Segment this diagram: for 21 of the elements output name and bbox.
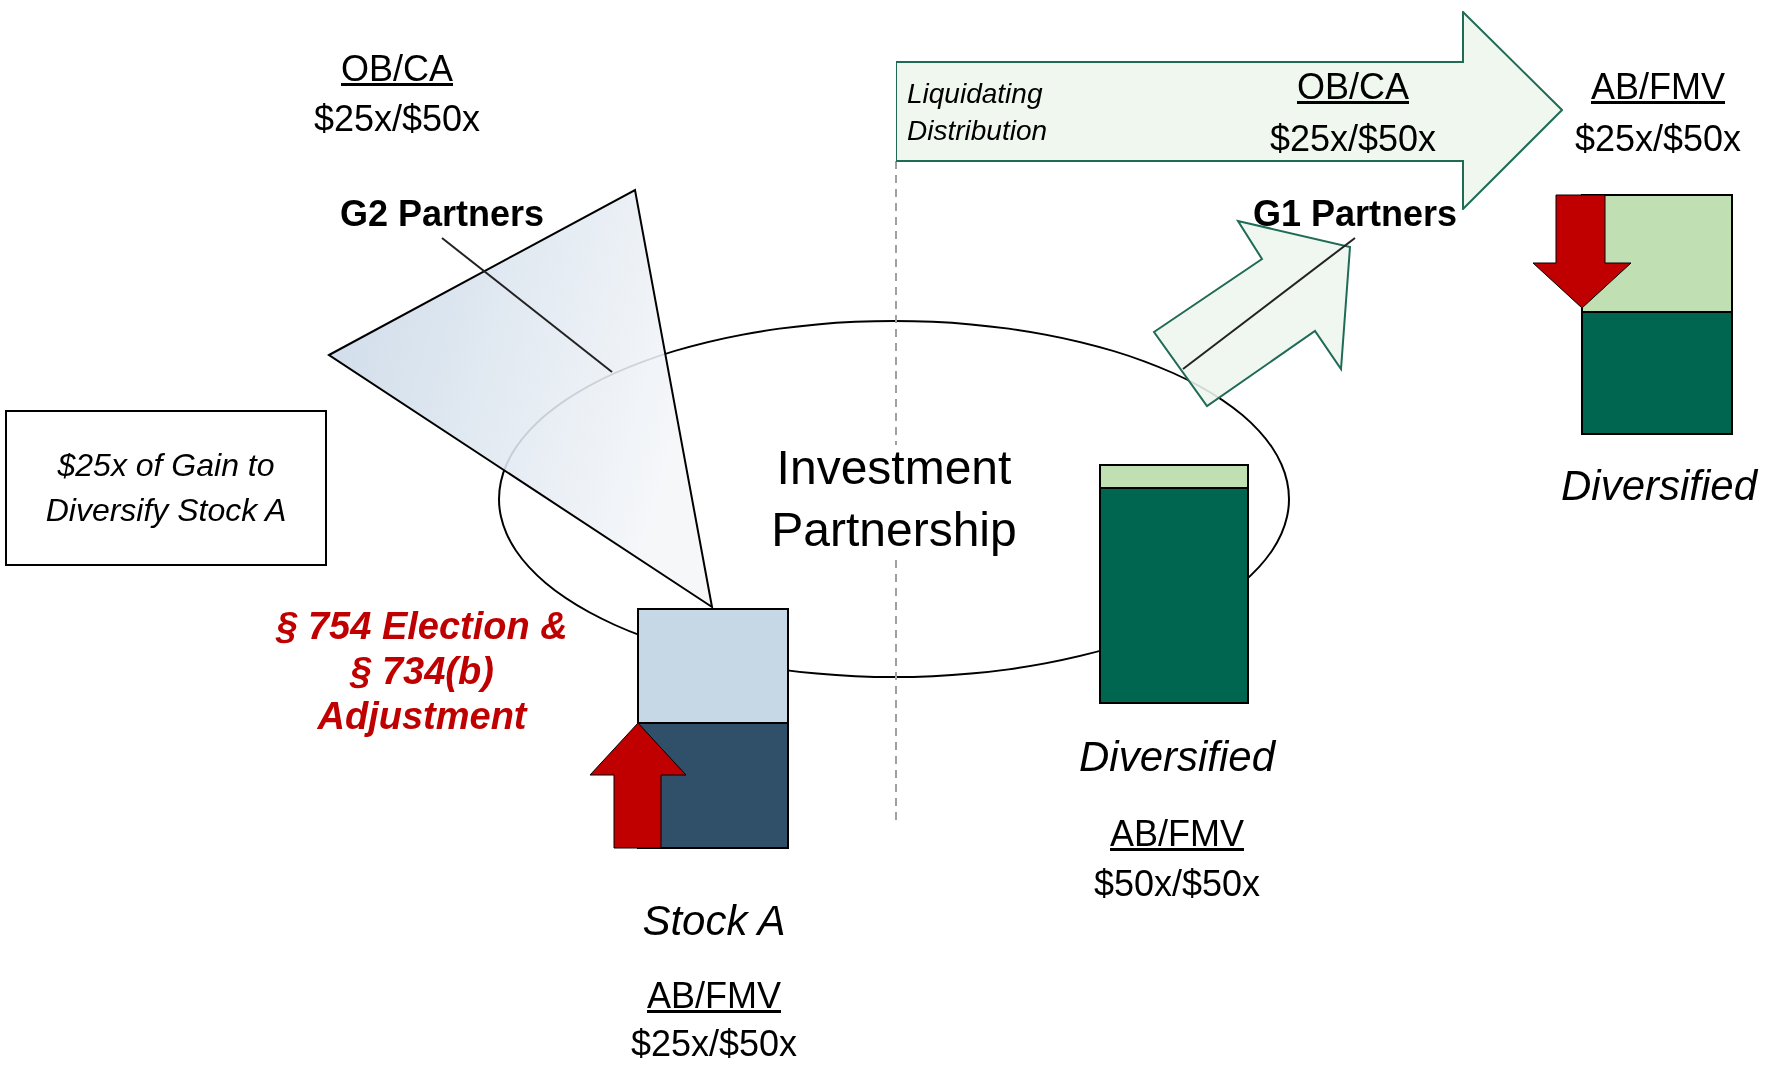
asset-label: Diversified bbox=[1078, 733, 1276, 781]
partner-label: G2 Partners bbox=[339, 193, 545, 235]
value-text: $50x/$50x bbox=[1093, 863, 1261, 905]
partner-label: G1 Partners bbox=[1252, 193, 1458, 235]
column-heading: OB/CA bbox=[341, 48, 453, 90]
asset-label: Diversified bbox=[1560, 462, 1758, 510]
value-text: $25x/$50x bbox=[313, 98, 481, 140]
column-heading: AB/FMV bbox=[647, 975, 781, 1017]
partnership-label: Investment Partnership bbox=[770, 440, 1018, 558]
value-text: $25x/$50x bbox=[630, 1023, 798, 1065]
leader-line bbox=[441, 237, 613, 373]
triangle-shape bbox=[327, 188, 714, 610]
column-heading: AB/FMV bbox=[1591, 66, 1725, 108]
value-text: $25x/$50x bbox=[1269, 118, 1437, 160]
asset-label: Stock A bbox=[642, 897, 786, 945]
note-text: § 754 Election & § 734(b) Adjustment bbox=[274, 604, 569, 739]
value-text: $25x/$50x bbox=[1574, 118, 1742, 160]
column-heading: OB/CA bbox=[1297, 66, 1409, 108]
column-heading: AB/FMV bbox=[1110, 813, 1244, 855]
text-box: $25x of Gain to Diversify Stock A bbox=[5, 410, 327, 566]
arrow-label: Liquidating Distribution bbox=[907, 77, 1049, 148]
